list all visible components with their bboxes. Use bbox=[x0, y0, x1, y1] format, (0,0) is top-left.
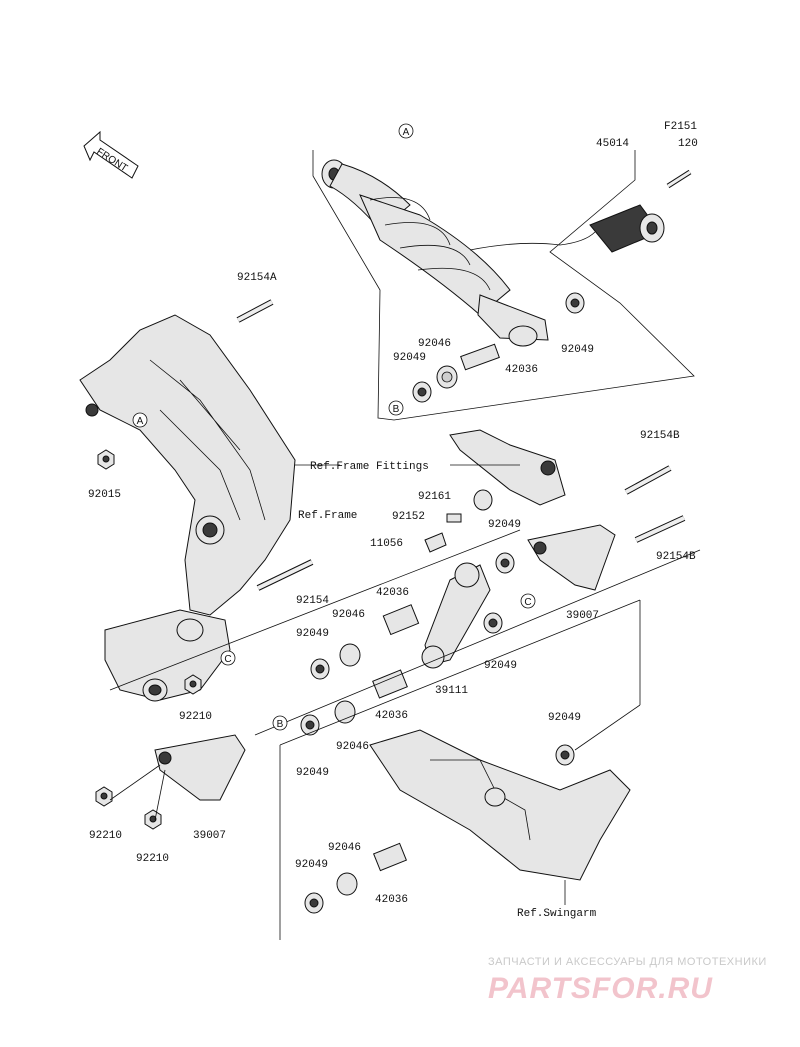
callout-a-frame: A bbox=[132, 412, 148, 428]
left-plate-drawing bbox=[95, 734, 246, 830]
label-92154B-top: 92154B bbox=[640, 430, 680, 442]
shock-group-outline bbox=[312, 150, 695, 421]
frame-drawing bbox=[79, 299, 314, 702]
label-120: 120 bbox=[678, 138, 698, 150]
label-92154B-mid: 92154B bbox=[656, 551, 696, 563]
label-92046-top: 92046 bbox=[418, 338, 451, 350]
label-11056: 11056 bbox=[370, 538, 403, 550]
svg-text:B: B bbox=[393, 404, 400, 415]
label-45014: 45014 bbox=[596, 138, 629, 150]
watermark-line2: PARTSFOR.RU bbox=[488, 972, 713, 1005]
label-92210-b: 92210 bbox=[136, 853, 169, 865]
label-92049-mid-left: 92049 bbox=[296, 628, 329, 640]
label-92161: 92161 bbox=[418, 491, 451, 503]
ref-frame-fittings: Ref.Frame Fittings bbox=[310, 461, 429, 473]
svg-text:A: A bbox=[403, 127, 410, 138]
label-92049-top-left: 92049 bbox=[393, 352, 426, 364]
label-92152: 92152 bbox=[392, 511, 425, 523]
label-39007-right: 39007 bbox=[566, 610, 599, 622]
label-39007-left: 39007 bbox=[193, 830, 226, 842]
callout-c-left: C bbox=[220, 650, 236, 666]
svg-text:B: B bbox=[277, 719, 284, 730]
top-small-parts bbox=[412, 292, 585, 403]
callout-b-top: B bbox=[388, 400, 404, 416]
svg-text:A: A bbox=[137, 416, 144, 427]
svg-text:C: C bbox=[524, 597, 531, 608]
label-42036-top: 42036 bbox=[505, 364, 538, 376]
label-92049-mid: 92049 bbox=[488, 519, 521, 531]
callout-a-top: A bbox=[398, 123, 414, 139]
label-92210-left: 92210 bbox=[179, 711, 212, 723]
callout-c-right: C bbox=[520, 593, 536, 609]
label-42036-bottom: 42036 bbox=[375, 894, 408, 906]
watermark: ЗАПЧАСТИ И АКСЕССУАРЫ ДЛЯ МОТОТЕХНИКИ PA… bbox=[488, 956, 767, 1005]
label-92046-bottom: 92046 bbox=[328, 842, 361, 854]
linkage-drawing bbox=[300, 524, 616, 736]
label-92049-low-right: 92049 bbox=[548, 712, 581, 724]
front-arrow-icon: FRONT bbox=[83, 130, 139, 179]
ref-swingarm: Ref.Swingarm bbox=[517, 908, 597, 920]
ref-frame: Ref.Frame bbox=[298, 510, 357, 522]
shock-absorber bbox=[321, 159, 692, 347]
frame-fittings-drawing bbox=[424, 429, 686, 553]
leader-lines bbox=[109, 464, 701, 940]
label-92049-low-left: 92049 bbox=[296, 767, 329, 779]
watermark-line1: ЗАПЧАСТИ И АКСЕССУАРЫ ДЛЯ МОТОТЕХНИКИ bbox=[488, 956, 767, 968]
label-92210-a: 92210 bbox=[89, 830, 122, 842]
callout-b-mid: B bbox=[272, 715, 288, 731]
label-92046-low: 92046 bbox=[336, 741, 369, 753]
label-92154A: 92154A bbox=[237, 272, 277, 284]
label-39111: 39111 bbox=[435, 685, 468, 697]
label-92154: 92154 bbox=[296, 595, 329, 607]
label-92046-mid: 92046 bbox=[332, 609, 365, 621]
label-42036-low: 42036 bbox=[375, 710, 408, 722]
label-92049-bottom: 92049 bbox=[295, 859, 328, 871]
label-92049-mid-right: 92049 bbox=[484, 660, 517, 672]
svg-text:C: C bbox=[224, 654, 231, 665]
diagram-code: F2151 bbox=[664, 121, 697, 133]
label-92049-top-right: 92049 bbox=[561, 344, 594, 356]
part-labels: F2151 45014 120 92154A 92015 92046 92049… bbox=[88, 121, 698, 920]
label-42036-mid: 42036 bbox=[376, 587, 409, 599]
label-92015: 92015 bbox=[88, 489, 121, 501]
swingarm-drawing bbox=[304, 729, 631, 914]
